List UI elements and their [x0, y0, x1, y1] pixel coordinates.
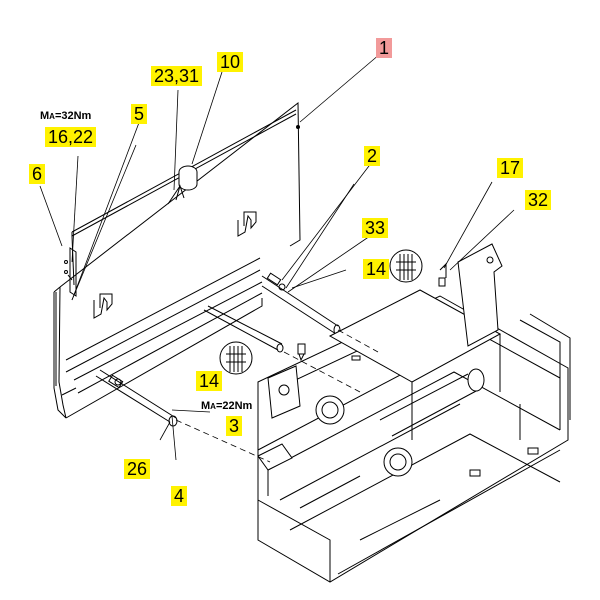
- detail-bubble-lower: [219, 341, 253, 375]
- callout-17[interactable]: 17: [497, 158, 524, 178]
- callout-3[interactable]: 3: [226, 416, 243, 436]
- callout-16-22[interactable]: 16,22: [45, 127, 97, 147]
- callout-32[interactable]: 32: [525, 190, 552, 210]
- callout-10[interactable]: 10: [217, 52, 244, 72]
- rod-lower: [95, 369, 178, 427]
- callout-1[interactable]: 1: [376, 38, 393, 58]
- torque-label-bottom: MA=22Nm: [201, 400, 253, 412]
- callout-14-upper[interactable]: 14: [363, 259, 390, 279]
- rod-middle: [203, 305, 284, 353]
- assembly-dashed-lines: [175, 329, 379, 463]
- leader-lines: [39, 53, 515, 461]
- callout-14-lower[interactable]: 14: [196, 371, 223, 391]
- detail-bubble-upper: [389, 249, 423, 283]
- callout-26[interactable]: 26: [124, 459, 151, 479]
- rod-upper: [261, 272, 341, 336]
- torque-label-top: MA=32Nm: [40, 110, 92, 122]
- callout-23-31[interactable]: 23,31: [151, 66, 203, 86]
- callout-4[interactable]: 4: [171, 486, 188, 506]
- callout-2[interactable]: 2: [364, 146, 381, 166]
- cover-plate: [53, 101, 301, 419]
- callout-33[interactable]: 33: [362, 218, 389, 238]
- small-bolt: [297, 343, 306, 362]
- callout-5[interactable]: 5: [131, 104, 148, 124]
- callout-6[interactable]: 6: [29, 164, 46, 184]
- machine-frame: [257, 243, 571, 583]
